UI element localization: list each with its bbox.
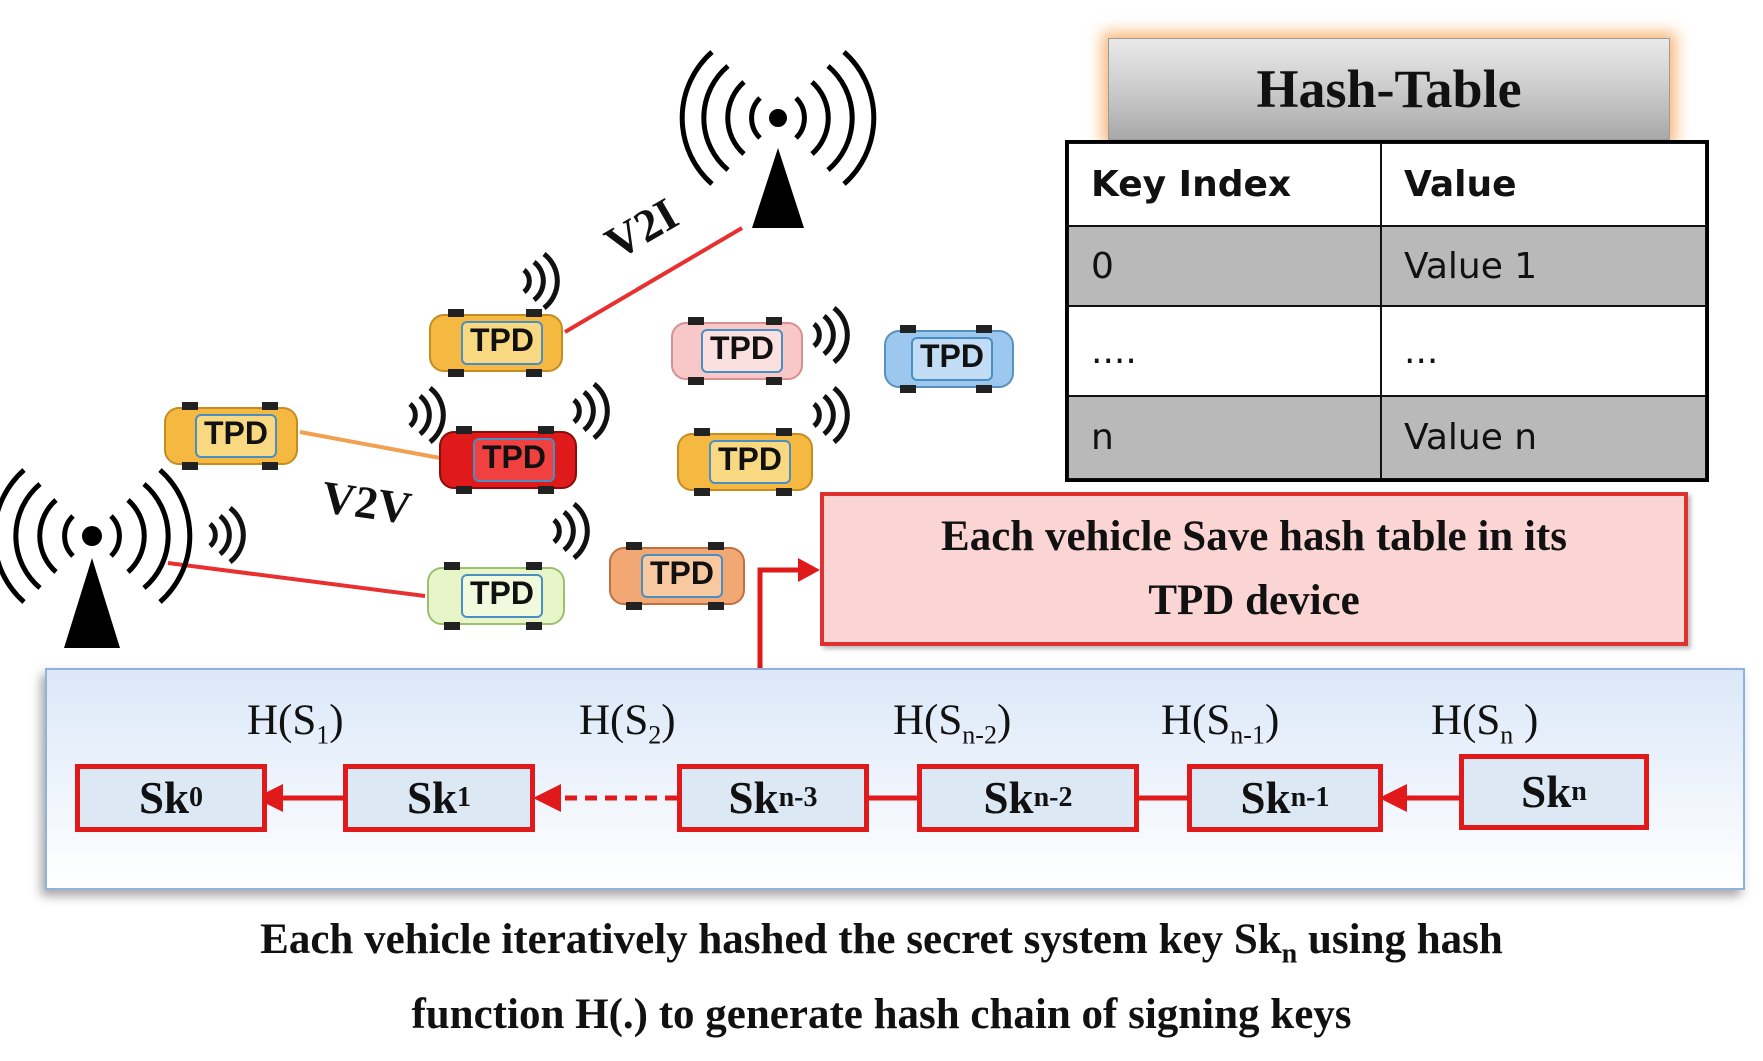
caption: Each vehicle iteratively hashed the secr…	[0, 910, 1763, 1045]
chain-arrow-head	[1379, 784, 1407, 812]
vehicle-car-icon	[427, 562, 565, 630]
wireless-signal-icon	[408, 386, 446, 444]
table-cell: ...	[1381, 306, 1706, 396]
table-cell: Value 1	[1381, 226, 1706, 306]
wireless-signal-icon	[812, 306, 850, 364]
v2v-link	[299, 430, 441, 460]
hash-label: H(Sn-1)	[1161, 697, 1280, 750]
v2i-link-lower	[167, 561, 426, 598]
chain-arrow-head	[255, 784, 283, 812]
hash-table-title-box: Hash-Table	[1108, 38, 1670, 140]
hash-label: H(S2)	[579, 697, 676, 750]
radio-tower-icon	[679, 50, 877, 228]
header-key-index: Key Index	[1068, 143, 1381, 226]
hash-label: H(S1)	[247, 697, 344, 750]
hash-table: Key Index Value 0 Value 1 .... ... n Val…	[1065, 140, 1709, 482]
vehicle-label: TPD	[650, 555, 714, 591]
hash-table-title: Hash-Table	[1256, 59, 1522, 119]
v2i-link	[563, 226, 744, 334]
wireless-signal-icon	[522, 252, 560, 310]
vehicle-car-icon	[439, 426, 577, 494]
save-connector	[757, 567, 800, 668]
table-cell: n	[1068, 396, 1381, 479]
vehicle-car-icon	[884, 325, 1014, 393]
vehicle-car-icon	[671, 317, 803, 385]
chain-arrow-head	[533, 784, 561, 812]
vehicle-label: TPD	[710, 330, 774, 366]
wireless-signal-icon	[812, 386, 850, 444]
save-note-line: TPD device	[1148, 577, 1360, 624]
header-value: Value	[1381, 143, 1706, 226]
table-cell: Value n	[1381, 396, 1706, 479]
vehicle-label: TPD	[204, 415, 268, 451]
vehicle-car-icon	[164, 402, 298, 470]
radio-tower-icon	[0, 468, 193, 648]
table-cell: ....	[1068, 306, 1381, 396]
wireless-signal-icon	[552, 502, 590, 560]
vehicle-car-icon	[677, 428, 813, 496]
wireless-signal-icon	[572, 382, 610, 440]
vehicle-car-icon	[609, 542, 745, 610]
vehicle-label: TPD	[470, 575, 534, 611]
hash-label: H(Sn )	[1431, 697, 1539, 750]
caption-line-2: function H(.) to generate hash chain of …	[411, 990, 1352, 1038]
vehicle-label: TPD	[920, 338, 984, 374]
vehicle-label: TPD	[718, 441, 782, 477]
save-note-box: Each vehicle Save hash table in its TPD …	[820, 492, 1688, 646]
save-connector-arrowhead	[798, 558, 820, 582]
caption-line-1: Each vehicle iteratively hashed the secr…	[260, 916, 1503, 970]
table-cell: 0	[1068, 226, 1381, 306]
vehicle-label: TPD	[482, 439, 546, 475]
save-note-line: Each vehicle Save hash table in its	[941, 513, 1567, 560]
wireless-signal-icon	[208, 506, 246, 564]
vehicle-car-icon	[429, 309, 563, 377]
vehicle-label: TPD	[470, 322, 534, 358]
hash-label: H(Sn-2)	[893, 697, 1012, 750]
